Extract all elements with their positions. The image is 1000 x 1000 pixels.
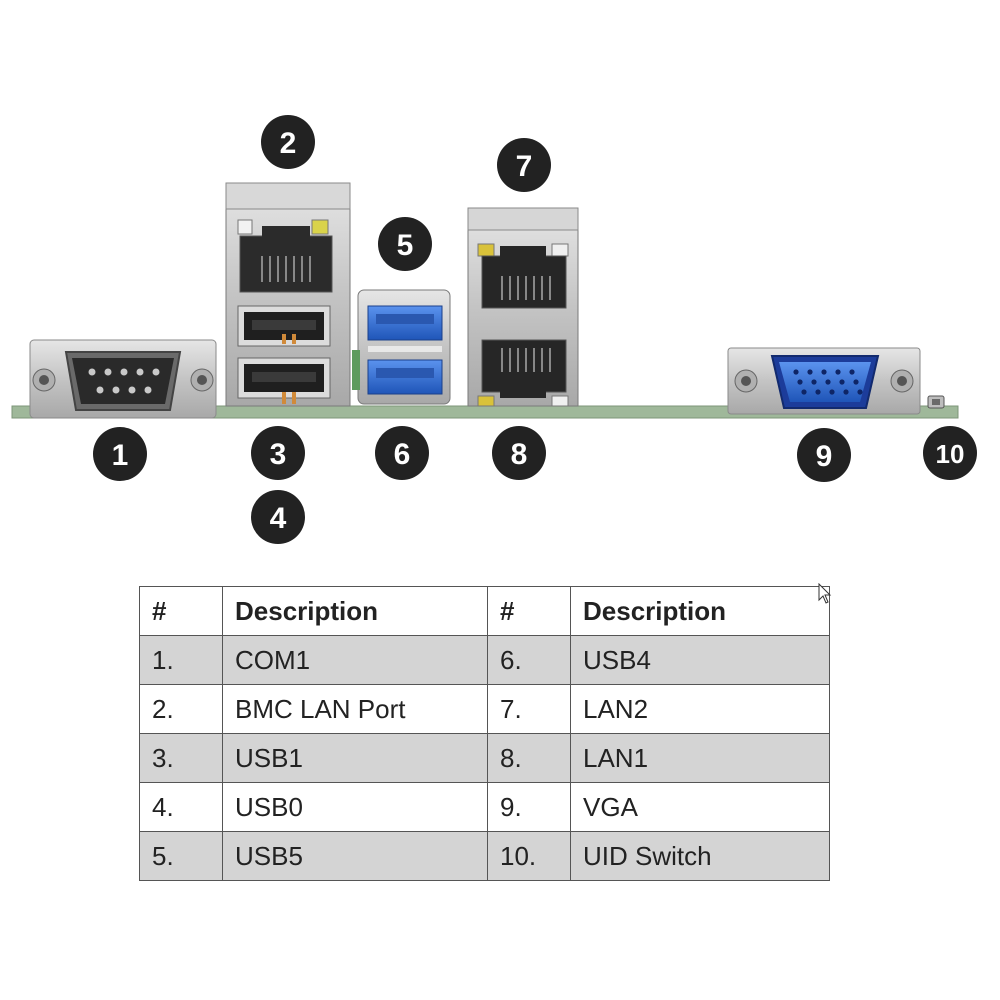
callout-badge-6: 6 (375, 426, 429, 480)
usb-port-icon (237, 305, 331, 347)
io-panel-diagram: 1 2 3 4 5 6 7 8 9 10 (11, 115, 977, 544)
mouse-cursor-icon (818, 583, 832, 604)
usb-port-icon (352, 289, 451, 405)
item-number: 7. (487, 684, 571, 734)
item-number: 4. (139, 782, 223, 832)
header-description: Description (222, 586, 488, 636)
rj45-port-icon (477, 339, 569, 407)
table-row: 1. COM1 6. USB4 (139, 635, 830, 685)
callout-label: 2 (280, 127, 297, 160)
item-number: 1. (139, 635, 223, 685)
item-number: 10. (487, 831, 571, 881)
callout-label: 8 (511, 438, 528, 471)
callout-badge-10: 10 (923, 426, 977, 480)
callout-badge-9: 9 (797, 428, 851, 482)
item-description: LAN1 (570, 733, 830, 783)
callout-label: 3 (270, 438, 287, 471)
item-description: USB5 (222, 831, 488, 881)
item-description: USB0 (222, 782, 488, 832)
callout-badge-3: 3 (251, 426, 305, 480)
item-description: COM1 (222, 635, 488, 685)
item-description: UID Switch (570, 831, 830, 881)
legend-header-row: # Description # Description (139, 586, 830, 636)
callout-label: 7 (516, 150, 533, 183)
table-row: 3. USB1 8. LAN1 (139, 733, 830, 783)
callout-label: 6 (394, 438, 411, 471)
usb-port-icon (237, 357, 331, 404)
header-number: # (139, 586, 223, 636)
callout-badge-4: 4 (251, 490, 305, 544)
item-description: USB1 (222, 733, 488, 783)
callout-badge-7: 7 (497, 138, 551, 192)
item-number: 3. (139, 733, 223, 783)
legend-table: # Description # Description 1. COM1 6. U… (139, 586, 830, 881)
callout-badge-8: 8 (492, 426, 546, 480)
callout-label: 9 (816, 440, 833, 473)
uid-switch-icon (927, 395, 945, 409)
callout-label: 5 (397, 229, 414, 262)
vga-port-icon (727, 347, 921, 415)
callout-label: 10 (936, 439, 965, 469)
item-description: LAN2 (570, 684, 830, 734)
header-description: Description (570, 586, 830, 636)
item-number: 9. (487, 782, 571, 832)
callout-label: 4 (270, 502, 287, 535)
callout-badge-2: 2 (261, 115, 315, 169)
com-port-icon (29, 339, 217, 419)
table-row: 4. USB0 9. VGA (139, 782, 830, 832)
item-description: VGA (570, 782, 830, 832)
callout-label: 1 (112, 439, 129, 472)
item-number: 2. (139, 684, 223, 734)
item-number: 6. (487, 635, 571, 685)
callout-badge-5: 5 (378, 217, 432, 271)
item-description: USB4 (570, 635, 830, 685)
item-description: BMC LAN Port (222, 684, 488, 734)
table-row: 5. USB5 10. UID Switch (139, 831, 830, 881)
table-row: 2. BMC LAN Port 7. LAN2 (139, 684, 830, 734)
header-number: # (487, 586, 571, 636)
item-number: 8. (487, 733, 571, 783)
item-number: 5. (139, 831, 223, 881)
callout-badge-1: 1 (93, 427, 147, 481)
